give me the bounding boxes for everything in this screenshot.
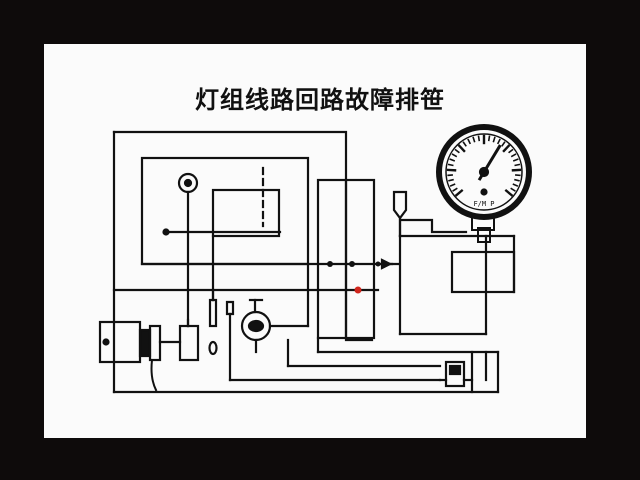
gauge-minor-tick [451,153,458,158]
gauge-minor-tick [510,187,516,192]
gauge-minor-tick [462,141,467,147]
gauge-minor-tick [510,153,517,158]
diagram-panel [44,44,586,438]
gauge-minor-tick [467,138,472,145]
gauge-minor-tick [514,178,520,182]
gauge-major-tick [502,144,511,153]
gauge-minor-tick [512,183,519,187]
gauge-minor-tick [472,136,476,143]
gauge-ticks [446,134,522,197]
gauge-major-tick [504,188,514,197]
junction-dots [327,261,381,294]
lamp-socket [240,262,442,368]
gauge-label: F/M P [473,200,494,208]
relay-contact [225,300,442,382]
switch-box [178,318,200,362]
gauge-minor-tick [449,158,456,162]
terminal-block [438,350,500,394]
gauge-minor-tick [447,163,454,167]
gauge-minor-tick [452,187,458,192]
indicator-lamp [177,172,199,328]
diagram-title: 灯组线路回路故障排笹 [195,86,445,114]
gauge-major-tick [454,188,464,197]
gauge-minor-tick [449,183,456,187]
relay-bars [316,178,500,354]
gauge-major-tick [457,144,466,153]
gauge-minor-tick [448,178,454,182]
gauge-minor-tick [454,148,460,154]
solenoid-unit [98,320,182,392]
inner-frame [140,156,310,266]
gauge-minor-tick [477,135,481,142]
gauge-minor-tick [487,135,491,142]
fuse-element [208,298,218,356]
gauge-minor-tick [492,136,496,143]
control-enclosure [398,218,516,336]
gauge-minor-tick [512,158,519,162]
gauge-minor-tick [514,163,521,167]
fault-point-marker [354,286,362,294]
gauge-minor-tick [501,141,506,147]
gauge-minor-tick [508,148,514,154]
gauge-minor-tick [496,138,501,145]
arrow-connector [376,258,400,270]
pressure-gauge: F/M P [436,124,532,243]
